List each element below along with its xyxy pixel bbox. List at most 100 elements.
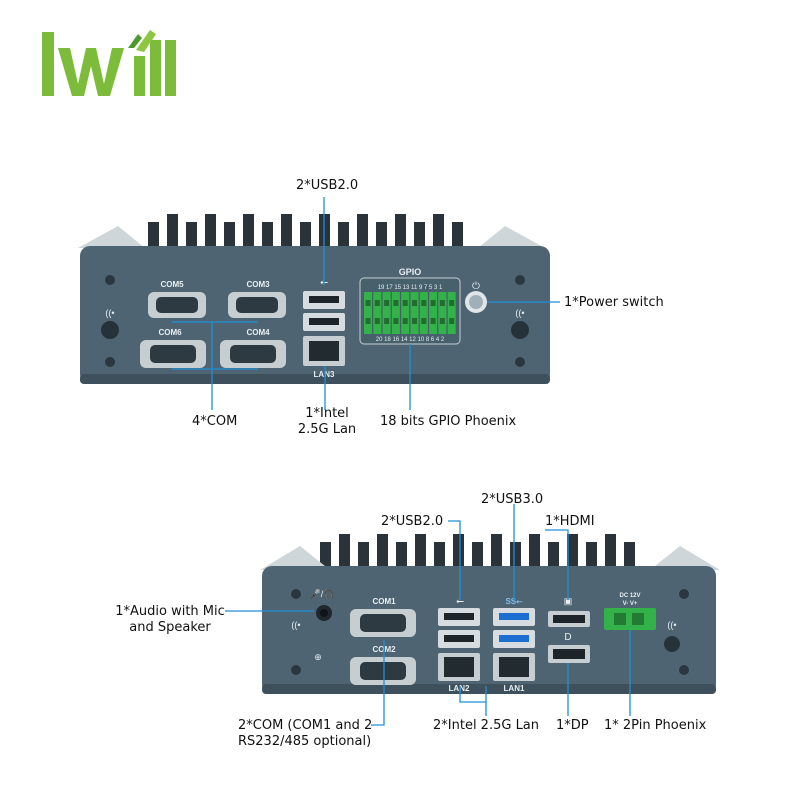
heatsink-fin xyxy=(414,222,425,250)
callout-power-switch: 1*Power switch xyxy=(564,295,664,310)
heatsink-fins-top xyxy=(148,214,463,250)
heatsink-fin xyxy=(433,214,444,250)
heatsink-fin xyxy=(300,222,311,250)
gpio-screw xyxy=(365,300,371,306)
callout-com-bottom: 2*COM (COM1 and 2 RS232/485 optional) xyxy=(238,718,372,750)
com6-port xyxy=(140,340,206,368)
lan1-label: LAN1 xyxy=(504,684,525,693)
gpio-screw xyxy=(430,300,436,306)
com2-port xyxy=(350,657,416,685)
lan2-port xyxy=(438,653,480,681)
com4-label: COM4 xyxy=(246,328,270,337)
heatsink-fin xyxy=(377,534,388,570)
com5-label: COM5 xyxy=(160,280,184,289)
gpio-bottom-pins: 20 18 16 14 12 10 8 6 4 2 xyxy=(376,337,445,343)
heatsink-fin xyxy=(320,542,331,570)
callout-usb2-bottom: 2*USB2.0 xyxy=(381,514,444,529)
heatsink-fin xyxy=(510,542,521,570)
gpio-terminal xyxy=(391,292,400,334)
heatsink-fin xyxy=(376,222,387,250)
svg-text:SS⭠: SS⭠ xyxy=(505,597,523,606)
lan3-label: LAN3 xyxy=(314,370,335,379)
callout-com-bottom-line1: 2*COM (COM1 and 2 xyxy=(238,718,373,733)
gpio-screw xyxy=(374,318,380,324)
heatsink-fin xyxy=(491,534,502,570)
com6-label: COM6 xyxy=(158,328,182,337)
heatsink-fin xyxy=(567,534,578,570)
callout-usb2-top: 2*USB2.0 xyxy=(296,178,359,193)
gpio-screw xyxy=(421,300,427,306)
heatsink-fin xyxy=(186,222,197,250)
gpio-terminal-block xyxy=(364,292,456,334)
gpio-terminal xyxy=(401,292,410,334)
gpio-terminal xyxy=(447,292,456,334)
heatsink-fin xyxy=(281,214,292,250)
heatsink-fin xyxy=(357,214,368,250)
heatsink-fin xyxy=(148,222,159,250)
dc-label: DC 12V xyxy=(619,593,640,599)
callout-gpio: 18 bits GPIO Phoenix xyxy=(380,414,517,429)
callout-com-top: 4*COM xyxy=(192,414,238,429)
svg-text:▣: ▣ xyxy=(564,596,573,606)
callout-dp: 1*DP xyxy=(556,718,589,733)
brand-logo xyxy=(42,30,176,96)
heatsink-fin xyxy=(415,534,426,570)
dc-pins-label: V- V+ xyxy=(623,601,638,607)
callout-hdmi: 1*HDMI xyxy=(545,514,595,529)
bottom-leader-lines xyxy=(225,504,631,726)
heatsink-fin xyxy=(548,542,559,570)
callout-lan-top: 1*Intel 2.5G Lan xyxy=(297,406,357,438)
com3-label: COM3 xyxy=(246,280,270,289)
callout-phoenix: 1* 2Pin Phoenix xyxy=(604,718,707,733)
heatsink-fin xyxy=(243,214,254,250)
heatsink-fin xyxy=(452,222,463,250)
gpio-screw xyxy=(412,318,417,324)
gpio-screw xyxy=(439,300,445,306)
top-device: ((• ((• COM5 COM3 COM6 COM4 ⭠ LAN3 GPIO … xyxy=(78,214,550,384)
heatsink-fin xyxy=(358,542,369,570)
gpio-screw xyxy=(439,318,445,324)
com4-port xyxy=(220,340,286,368)
heatsink-fin xyxy=(605,534,616,570)
gpio-screw xyxy=(384,300,390,306)
callout-lan-top-line1: 1*Intel xyxy=(305,406,349,421)
heatsink-fin xyxy=(205,214,216,250)
svg-text:D: D xyxy=(564,632,571,643)
svg-text:((•: ((• xyxy=(105,308,114,318)
callout-lan-top-line2: 2.5G Lan xyxy=(297,422,357,437)
gpio-terminal xyxy=(373,292,382,334)
dp-port xyxy=(548,645,590,663)
gpio-terminal xyxy=(364,292,372,334)
gpio-label: GPIO xyxy=(399,267,422,277)
callout-lan-bottom: 2*Intel 2.5G Lan xyxy=(433,718,540,733)
svg-text:((•: ((• xyxy=(667,620,676,630)
callout-audio-line1: 1*Audio with Mic xyxy=(115,604,225,619)
heatsink-fin xyxy=(586,542,597,570)
lan3-port xyxy=(303,336,345,366)
callout-com-bottom-line2: RS232/485 optional) xyxy=(238,734,372,749)
svg-text:⭠: ⭠ xyxy=(456,596,464,607)
gpio-terminal xyxy=(419,292,428,334)
svg-text:((•: ((• xyxy=(291,620,300,630)
top-leader-lines xyxy=(172,197,560,410)
lan1-port xyxy=(493,653,535,681)
heatsink-fin xyxy=(339,534,350,570)
bottom-device: ((• ((• 🎤/🎧 ⊕ COM1 COM2 ⭠ SS⭠ LAN2 LAN1 … xyxy=(260,534,720,694)
gpio-screw xyxy=(412,300,417,306)
gpio-screw xyxy=(449,300,455,306)
gpio-screw xyxy=(430,318,436,324)
callout-audio: 1*Audio with Mic and Speaker xyxy=(108,604,232,636)
gpio-top-pins: 19 17 15 13 11 9 7 5 3 1 xyxy=(378,285,443,291)
gpio-screw xyxy=(449,318,455,324)
lan2-label: LAN2 xyxy=(449,684,470,693)
power-switch[interactable]: ⏻ xyxy=(465,281,487,313)
gpio-screw xyxy=(365,318,371,324)
usb3-ports xyxy=(493,608,535,648)
svg-text:🎤/🎧: 🎤/🎧 xyxy=(310,588,335,599)
gpio-screw xyxy=(402,300,408,306)
heatsink-fin xyxy=(453,534,464,570)
heatsink-fin xyxy=(338,222,349,250)
heatsink-fins-bottom xyxy=(320,534,635,570)
gpio-screw xyxy=(421,318,427,324)
